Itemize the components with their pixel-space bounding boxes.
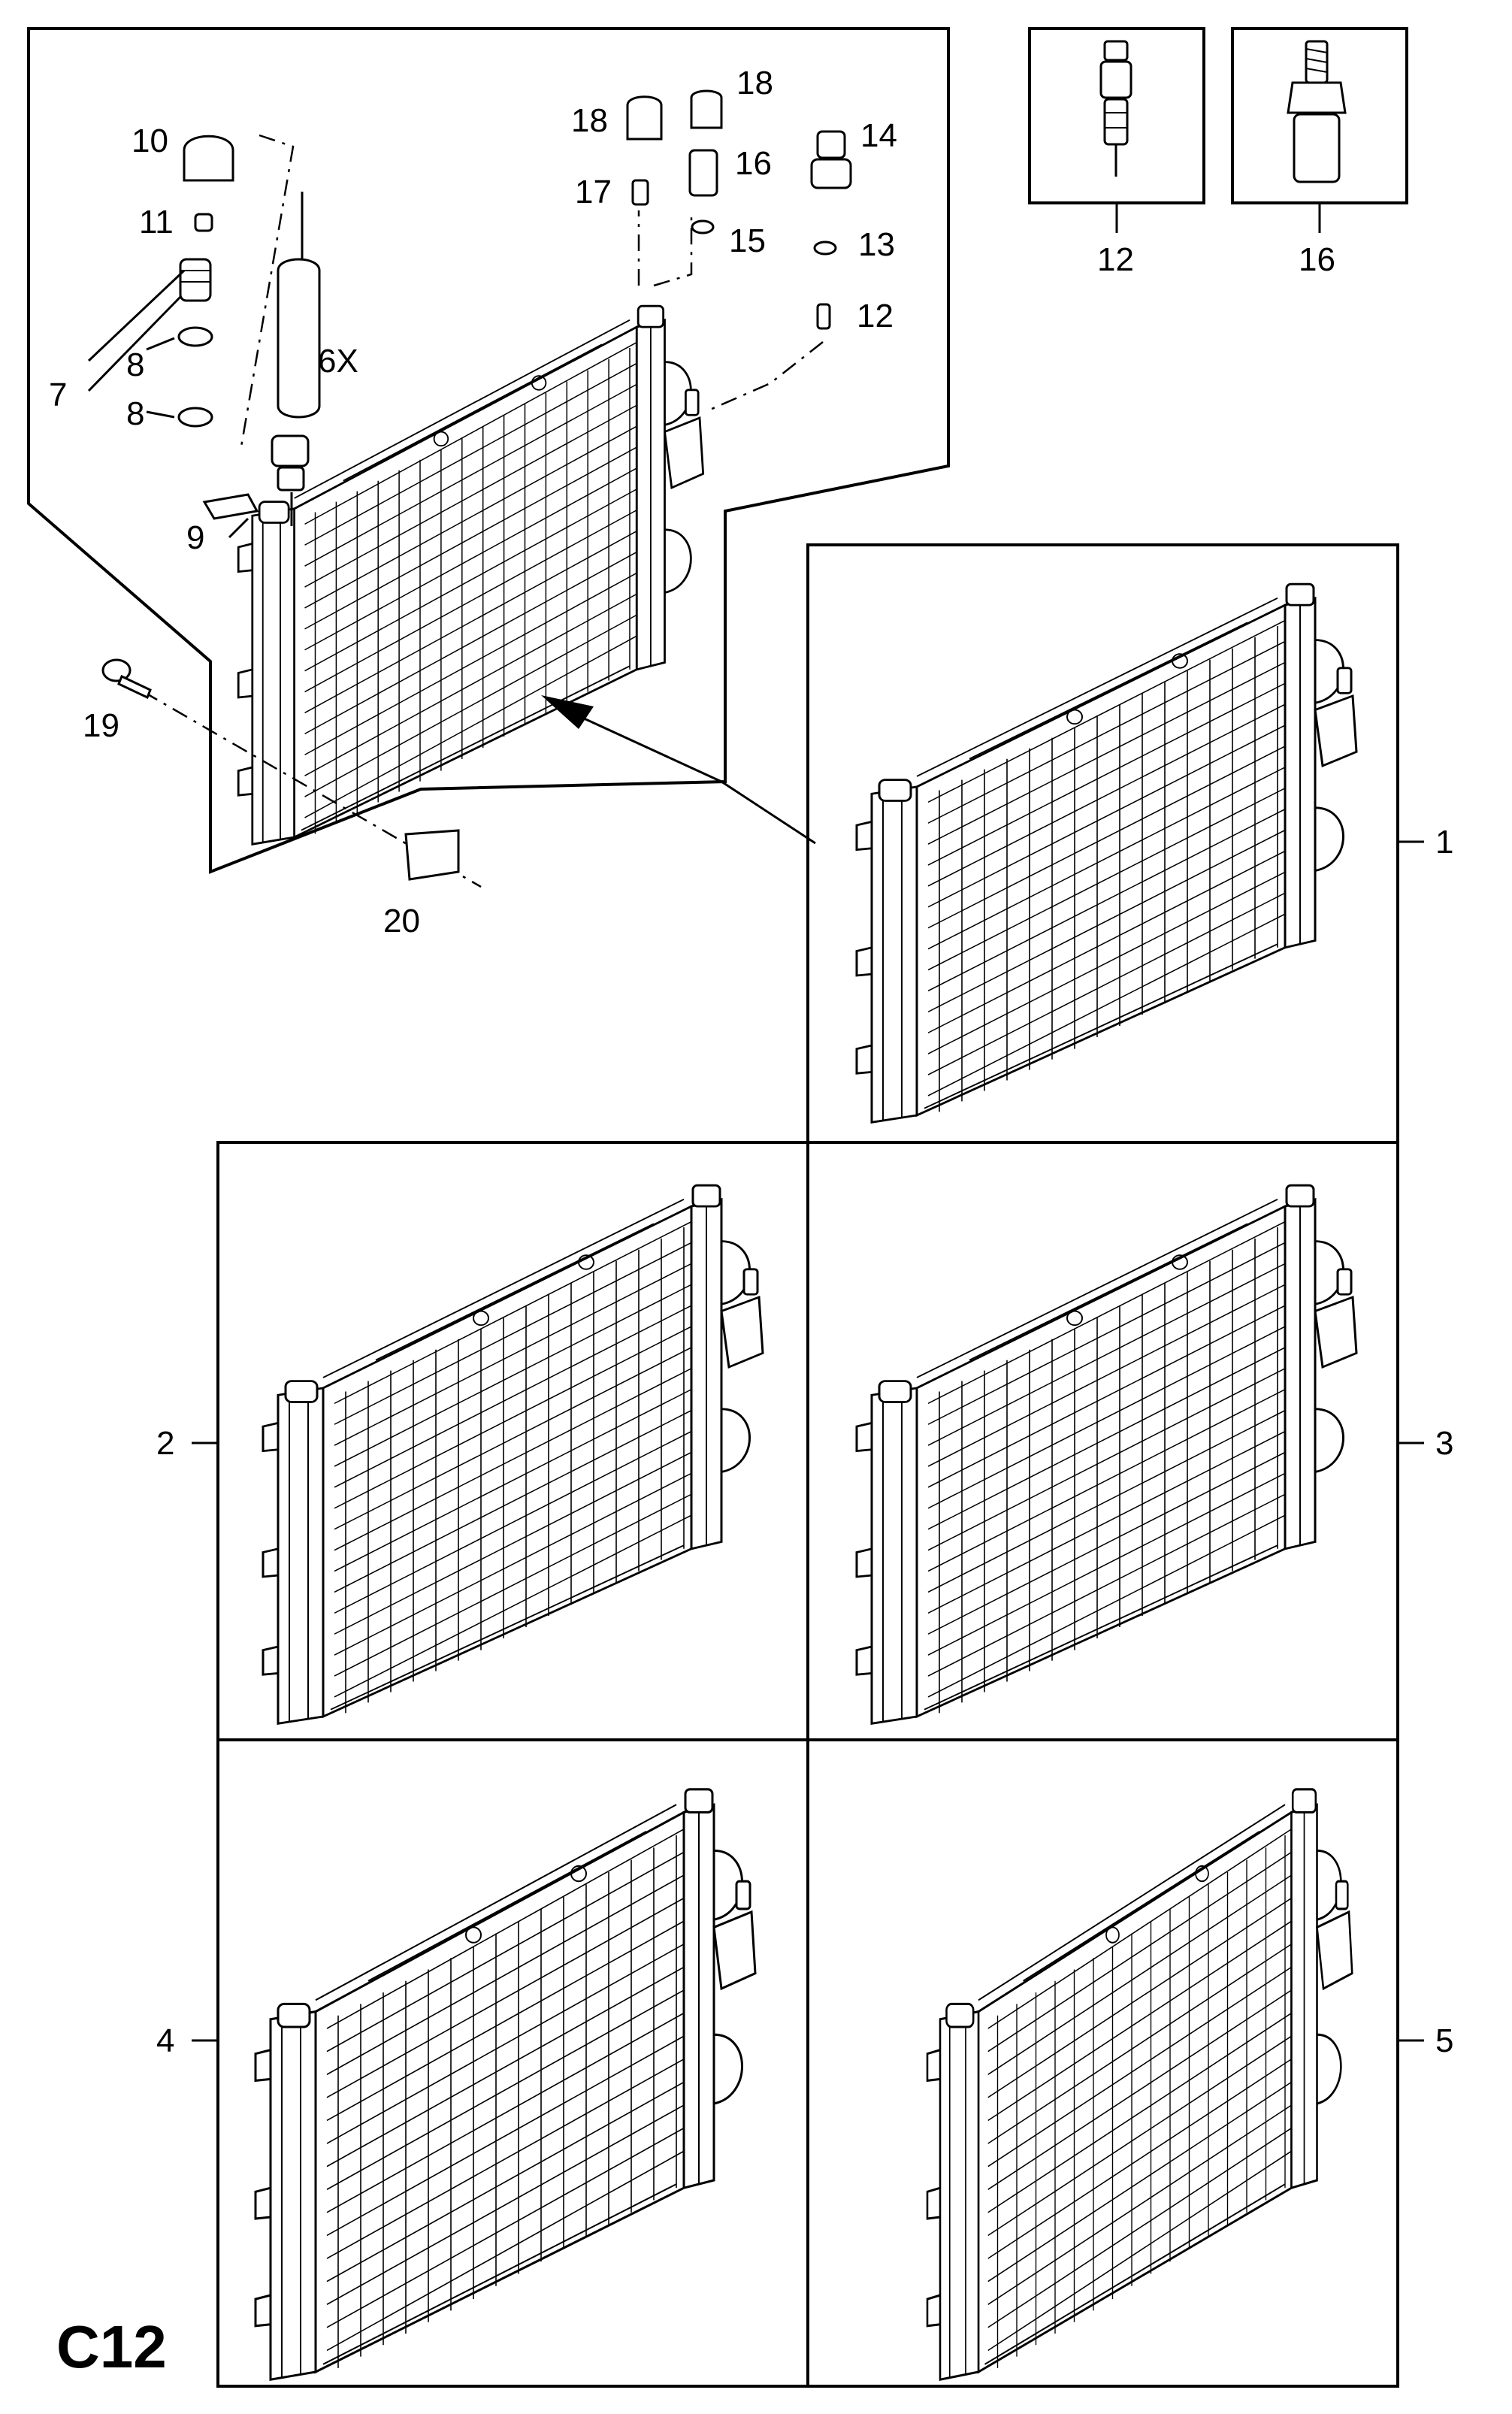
dryer-cartridge xyxy=(271,192,321,526)
callout-12a: 12 xyxy=(857,298,894,334)
callout-1: 1 xyxy=(1435,824,1453,861)
switch-14 xyxy=(810,130,852,189)
condenser-variant-4 xyxy=(254,1788,757,2381)
valve-16-detail xyxy=(1287,40,1347,183)
valve-core-12-detail xyxy=(1099,40,1132,177)
callout-5: 5 xyxy=(1435,2022,1453,2059)
seal-13 xyxy=(813,240,837,256)
valve-12 xyxy=(816,303,831,330)
callout-2: 2 xyxy=(156,1425,174,1462)
callout-18b: 18 xyxy=(736,65,773,101)
callout-16a: 16 xyxy=(735,145,772,182)
clip-20 xyxy=(404,829,460,881)
bracket-9 xyxy=(202,493,259,520)
callout-3: 3 xyxy=(1435,1425,1453,1462)
callout-15: 15 xyxy=(729,222,766,259)
callout-12b: 12 xyxy=(1097,241,1134,278)
callout-4: 4 xyxy=(156,2022,174,2059)
callout-7: 7 xyxy=(49,377,67,413)
valve-16 xyxy=(688,149,718,197)
bolt-19 xyxy=(101,658,152,700)
callout-9: 9 xyxy=(186,519,204,556)
callout-20: 20 xyxy=(383,903,420,939)
main-view-outline xyxy=(27,27,950,874)
condenser-variant-3 xyxy=(855,1184,1358,1725)
condenser-variant-5 xyxy=(926,1788,1353,2381)
variant-box-5 xyxy=(806,1738,1399,2388)
plug-7 xyxy=(179,258,212,302)
seal-15 xyxy=(691,219,715,234)
valve-17 xyxy=(631,179,649,206)
callout-8b: 8 xyxy=(126,395,144,432)
callout-14: 14 xyxy=(860,117,897,154)
callout-19: 19 xyxy=(83,707,119,744)
callout-6x: 6X xyxy=(318,343,358,380)
seal-11 xyxy=(194,213,213,232)
callout-17: 17 xyxy=(575,174,612,210)
o-rings-8 xyxy=(177,326,213,428)
condenser-variant-2 xyxy=(262,1184,764,1725)
callout-16b: 16 xyxy=(1299,241,1335,278)
page-code: C12 xyxy=(56,2313,167,2380)
callout-18a: 18 xyxy=(571,102,608,139)
callout-10: 10 xyxy=(132,123,168,159)
caps-18 xyxy=(626,89,723,141)
callout-13: 13 xyxy=(858,226,895,263)
callout-11: 11 xyxy=(139,204,174,240)
cap-10 xyxy=(183,135,234,182)
condenser-variant-1 xyxy=(855,582,1358,1124)
callout-8a: 8 xyxy=(126,346,144,383)
